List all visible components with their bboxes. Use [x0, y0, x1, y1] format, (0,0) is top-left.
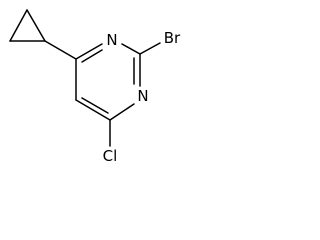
bond-cyclopropyl-1: [9, 9, 28, 42]
pyrimidine-ring: [75, 43, 141, 121]
atom-label-n-bottom: N: [137, 87, 148, 105]
bond-c6-n1-double: [81, 49, 103, 63]
bond-c6-n1: [75, 43, 103, 60]
bond-c4-c5: [75, 99, 111, 121]
molecule-structure: N N Br Cl: [9, 9, 181, 165]
atom-label-n-top: N: [106, 31, 117, 49]
atom-label-cl: Cl: [103, 147, 118, 165]
bond-cyclopropyl-2: [26, 9, 46, 42]
bond-c4-c5-double: [81, 97, 109, 114]
atom-label-br: Br: [164, 29, 181, 47]
bond-n1-c2: [121, 43, 141, 55]
bond-c2-br: [139, 42, 161, 55]
bond-cyclopropyl-to-ring: [44, 40, 77, 60]
cyclopropyl-group: [9, 9, 46, 42]
bond-n3-c4: [109, 103, 135, 121]
